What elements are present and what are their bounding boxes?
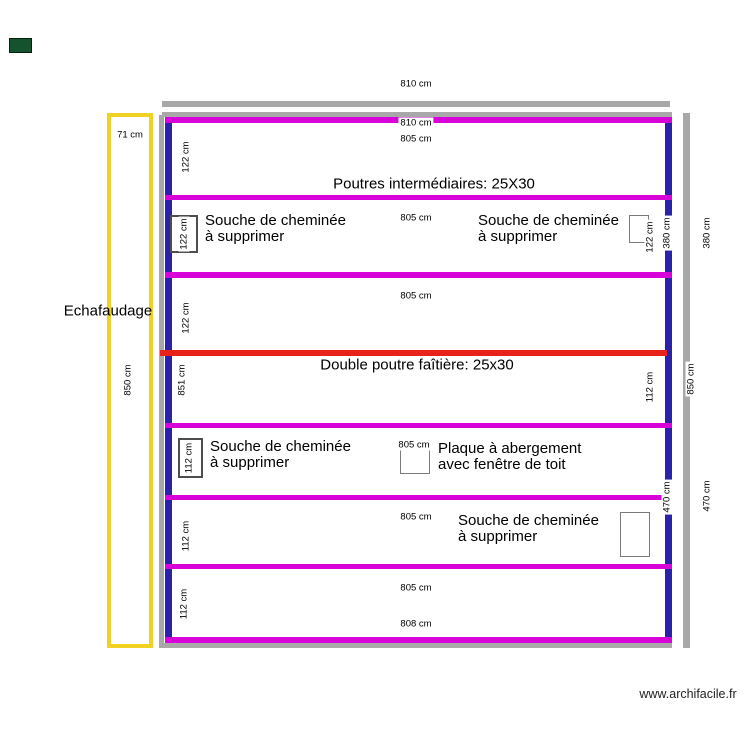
scaffold-width-dimension: 71 cm: [115, 129, 145, 141]
note-line: Souche de cheminée: [205, 212, 346, 229]
beam-stripe-bottom: [165, 637, 672, 643]
bottom-edge-bar: [162, 643, 672, 648]
top-dimension-bar: [162, 101, 670, 107]
scaffold-label: Echafaudage: [63, 302, 153, 320]
row1-height-dimension: 122 cm: [180, 139, 192, 175]
note-line: à supprimer: [210, 453, 290, 471]
archifacile-watermark: www.archifacile.fr: [639, 687, 737, 701]
ridge-beam-stripe: [160, 350, 667, 356]
right-inner-upper-dimension: 380 cm: [661, 215, 673, 251]
plan-left-edge: [165, 117, 172, 643]
row5-chimney-dimension: 112 cm: [183, 440, 195, 476]
beam-stripe-3: [165, 272, 672, 278]
note-line: Souche de cheminée: [458, 512, 599, 529]
note-line: Souche de cheminée: [478, 212, 619, 229]
overall-width-dimension: 810 cm: [398, 78, 434, 90]
row7-height-dimension: 112 cm: [178, 586, 190, 622]
scaffold-height-dimension: 850 cm: [122, 362, 134, 398]
ridge-beam-note: Double poutre faîtière: 25x30: [320, 356, 514, 374]
intermediate-beams-note: Poutres intermédiaires: 25X30: [333, 175, 535, 193]
corner-swatch-icon: [9, 38, 32, 53]
row6-chimney-note: Souche de cheminée à supprimer: [458, 513, 599, 544]
row6-width-dimension: 805 cm: [398, 511, 434, 523]
beam-stripe-4: [165, 423, 672, 428]
row7-width-dimension: 805 cm: [398, 582, 434, 594]
row3-width-dimension: 805 cm: [398, 290, 434, 302]
roof-window-box: [400, 447, 430, 474]
note-line: à supprimer: [478, 227, 558, 245]
row2-width-dimension: 805 cm: [398, 212, 434, 224]
row2-right-chimney-note: Souche de cheminée à supprimer: [478, 213, 619, 244]
beam-stripe-2: [165, 195, 672, 200]
row2-right-chimney-dimension: 122 cm: [644, 219, 656, 255]
row2-left-chimney-dimension: 122 cm: [178, 216, 190, 252]
note-line: Plaque à abergement: [438, 440, 582, 457]
note-line: à supprimer: [205, 227, 285, 245]
left-edge-bar: [159, 115, 164, 648]
right-lower-dimension: 470 cm: [701, 478, 713, 514]
row6-height-dimension: 112 cm: [180, 518, 192, 554]
row3-height-dimension: 122 cm: [180, 300, 192, 336]
row4-right-height-dimension: 112 cm: [644, 369, 656, 405]
plan-top-width-dimension: 810 cm: [398, 117, 434, 129]
beam-stripe-5: [165, 495, 672, 500]
row4-height-dimension: 851 cm: [176, 362, 188, 398]
row1-width-dimension: 805 cm: [398, 133, 434, 145]
top-edge-bar: [162, 112, 672, 117]
right-upper-dimension: 380 cm: [701, 215, 713, 251]
right-inner-lower-dimension: 470 cm: [661, 479, 673, 515]
note-line: à supprimer: [458, 527, 538, 545]
row2-left-chimney-note: Souche de cheminée à supprimer: [205, 213, 346, 244]
plan-right-edge: [665, 117, 672, 643]
chimney-box-row6-right: [620, 512, 650, 557]
row5-width-dimension: 805 cm: [396, 439, 432, 451]
beam-stripe-6: [165, 564, 672, 569]
note-line: avec fenêtre de toit: [438, 455, 566, 473]
right-middle-dimension: 850 cm: [685, 361, 697, 397]
plan-bottom-width-dimension: 808 cm: [398, 618, 434, 630]
roof-window-note: Plaque à abergement avec fenêtre de toit: [438, 441, 581, 472]
note-line: Souche de cheminée: [210, 438, 351, 455]
row5-chimney-note: Souche de cheminée à supprimer: [210, 439, 351, 470]
